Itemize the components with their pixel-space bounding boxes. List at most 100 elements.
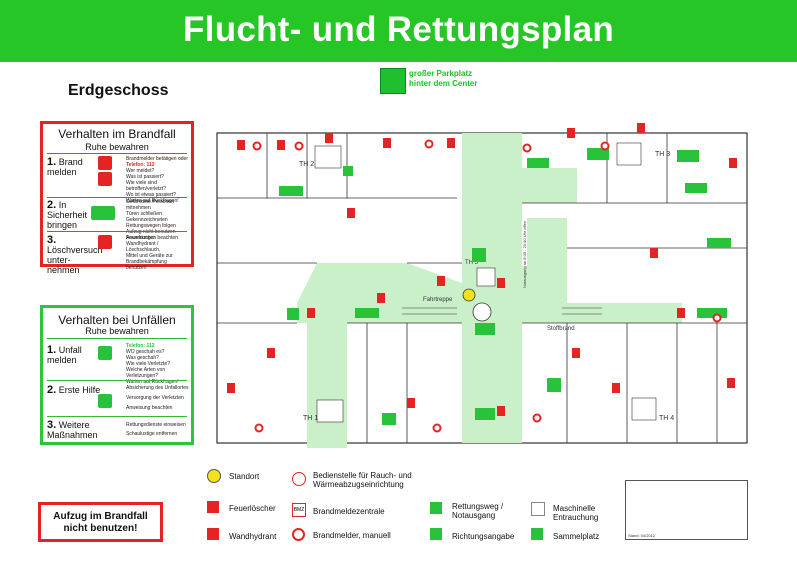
th3-label: TH 3 (655, 151, 670, 158)
exit-sign (697, 308, 727, 318)
legend-brandmelder: Brandmelder, manuell (313, 531, 391, 540)
fire-step-2: 2. In Sicherheit bringen (47, 199, 88, 231)
corridor-mid (527, 218, 567, 313)
standort-marker (462, 288, 476, 302)
phone-icon (98, 346, 112, 360)
stair-th4 (631, 397, 657, 421)
extinguishers (227, 123, 737, 416)
call-points (252, 139, 722, 433)
fire-step-1: 1. Brand melden (47, 156, 83, 178)
legend-feuerloescher: Feuerlöscher (229, 504, 276, 513)
parking-icon (380, 68, 406, 94)
th2-label: TH 2 (299, 161, 314, 168)
accident-step-3: 3. Weitere Maßnahmen (47, 419, 98, 441)
legend-bmz: Brandmeldezentrale (313, 507, 385, 516)
elevator-warning: Aufzug im Brandfall nicht benutzen! (38, 502, 163, 542)
divider (47, 153, 187, 154)
corridor-lower-left (307, 323, 347, 448)
legend-richtung: Richtungsangabe (452, 532, 515, 541)
brandmelder-icon (292, 528, 305, 541)
fahrtreppe-label: Fahrtreppe (423, 297, 453, 303)
floor-plan: TH 2 TH 3 TH 1 TH 4 TH 5 Fahrtreppe Stof… (216, 123, 748, 448)
exit-sign (343, 166, 353, 176)
th4-label: TH 4 (659, 415, 674, 422)
extinguisher-icon (98, 235, 112, 249)
divider (47, 197, 187, 198)
legend-standort: Standort (229, 472, 260, 481)
exit-signs (279, 148, 731, 425)
exit-sign-icon (91, 206, 115, 220)
escalator-well (472, 302, 492, 322)
fire-instructions-box: Verhalten im Brandfall Ruhe bewahren 1. … (40, 121, 194, 275)
stair-th3 (616, 142, 642, 166)
exit-sign (279, 186, 303, 196)
legend-entrauchung: Maschinelle Entrauchung (553, 504, 599, 522)
exit-sign (287, 308, 299, 320)
legend-rwa: Bedienstelle für Rauch- und Wärmeabzugse… (313, 471, 412, 489)
legend-sammelplatz: Sammelplatz (553, 532, 600, 541)
divider (47, 338, 187, 339)
stair-th2 (314, 145, 342, 169)
divider (47, 380, 187, 381)
exit-sign (677, 150, 699, 162)
title-block: Stand: 04/2012 (625, 480, 748, 540)
stairs (314, 142, 657, 423)
accident-box-title: Verhalten bei Unfällen (58, 313, 176, 327)
exit-sign (527, 158, 549, 168)
exit-sign (475, 408, 495, 420)
escalator (402, 307, 602, 315)
stair-th1 (316, 399, 344, 423)
fire-box-subtitle: Ruhe bewahren (85, 142, 149, 152)
fire-box-title: Verhalten im Brandfall (58, 127, 176, 141)
standort-icon (207, 469, 221, 483)
parking-note: großer Parkplatz hinter dem Center (409, 69, 477, 89)
legend-wandhydrant: Wandhydrant (229, 532, 277, 541)
stamp-date: Stand: 04/2012 (628, 533, 656, 538)
wandhydrant-icon (207, 528, 219, 540)
accident-step-2: 2. Erste Hilfe (47, 384, 101, 396)
corridor-upper (507, 168, 577, 203)
exit-hours-note: Notausgang ab 8:00 - 20:00 Uhr offen (522, 221, 527, 288)
legend-rettungsweg: Rettungsweg / Notausgang (452, 502, 504, 520)
fire-alarm-icon (98, 156, 112, 170)
bmz-icon: BMZ (292, 503, 306, 517)
parking-line-1: großer Parkplatz (409, 69, 473, 78)
header-bar (0, 0, 797, 62)
exit-sign (587, 148, 609, 160)
entrauchung-icon (531, 502, 545, 516)
accident-step-1: 1. Unfall melden (47, 344, 82, 366)
richtung-icon (430, 528, 442, 540)
stoffbrand-label: Stoffbrand (547, 326, 575, 332)
accident-box-subtitle: Ruhe bewahren (85, 326, 149, 336)
first-aid-icon (98, 394, 112, 408)
feuerloescher-icon (207, 501, 219, 513)
elevator (476, 267, 496, 287)
th1-label: TH 1 (303, 415, 318, 422)
exit-sign (475, 323, 495, 335)
phone-icon (98, 172, 112, 186)
exit-sign (472, 248, 486, 262)
fire-step-3: 3. Löschversuch unter-nehmen (47, 234, 103, 276)
floor-label: Erdgeschoss (68, 82, 169, 99)
parking-line-2: hinter dem Center (409, 79, 478, 88)
accident-instructions-box: Verhalten bei Unfällen Ruhe bewahren 1. … (40, 305, 194, 445)
exit-sign (685, 183, 707, 193)
exit-sign (547, 378, 561, 392)
sammelplatz-icon (531, 528, 543, 540)
exit-sign (707, 238, 731, 248)
rwa-icon (292, 472, 306, 486)
th5-label: TH 5 (465, 260, 479, 266)
rettungsweg-icon (430, 502, 442, 514)
exit-sign (382, 413, 396, 425)
exit-sign (355, 308, 379, 318)
page-title: Flucht- und Rettungsplan (182, 10, 615, 49)
divider (47, 231, 187, 232)
divider (47, 416, 187, 417)
